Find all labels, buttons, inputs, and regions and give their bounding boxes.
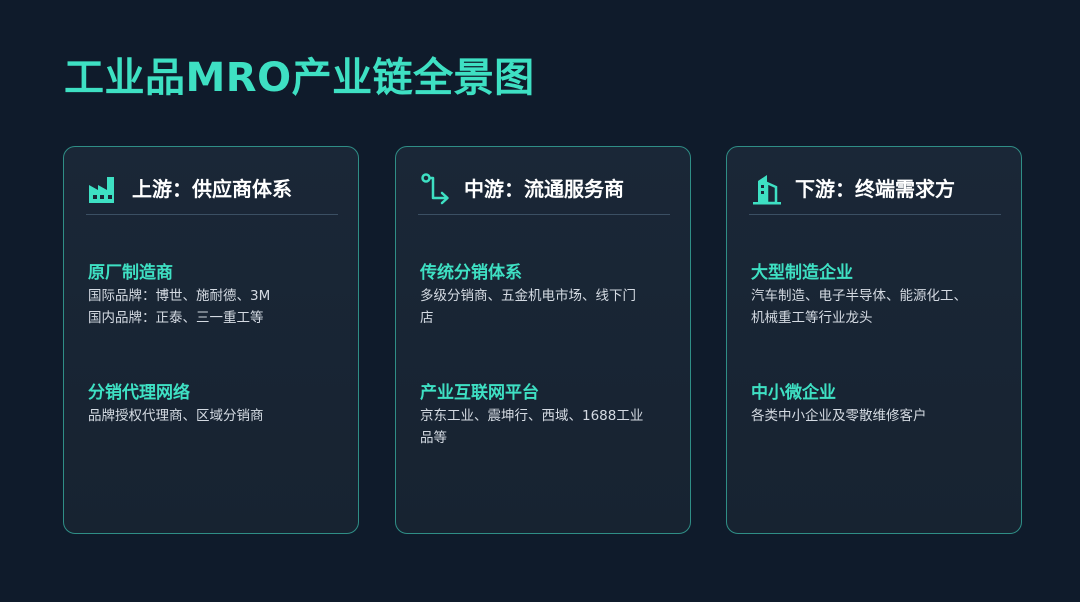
- section: 传统分销体系 多级分销商、五金机电市场、线下门 店: [420, 261, 668, 329]
- section-heading: 中小微企业: [751, 383, 836, 403]
- section-text: 汽车制造、电子半导体、能源化工、: [751, 288, 967, 304]
- downstream-card: 下游：终端需求方 大型制造企业 汽车制造、电子半导体、能源化工、 机械重工等行业…: [726, 146, 1022, 534]
- section: 产业互联网平台 京东工业、震坤行、西域、1688工业 品等: [420, 381, 668, 449]
- section: 大型制造企业 汽车制造、电子半导体、能源化工、 机械重工等行业龙头: [751, 261, 999, 329]
- section: 原厂制造商 国际品牌：博世、施耐德、3M 国内品牌：正泰、三一重工等: [88, 261, 336, 329]
- card-header: 下游：终端需求方: [749, 171, 1001, 215]
- section-text: 品等: [420, 430, 447, 446]
- section-text: 多级分销商、五金机电市场、线下门: [420, 288, 636, 304]
- section: 中小微企业 各类中小企业及零散维修客户: [751, 381, 999, 427]
- upstream-card: 上游：供应商体系 原厂制造商 国际品牌：博世、施耐德、3M 国内品牌：正泰、三一…: [63, 146, 359, 534]
- page-title: 工业品MRO产业链全景图: [64, 55, 535, 101]
- card-title: 中游：流通服务商: [464, 177, 624, 201]
- section-text: 机械重工等行业龙头: [751, 310, 873, 326]
- section-heading: 产业互联网平台: [420, 383, 539, 403]
- card-header: 中游：流通服务商: [418, 171, 670, 215]
- card-header: 上游：供应商体系: [86, 171, 338, 215]
- card-title: 下游：终端需求方: [795, 177, 955, 201]
- building-icon: [750, 172, 784, 206]
- section: 分销代理网络 品牌授权代理商、区域分销商: [88, 381, 336, 427]
- section-heading: 原厂制造商: [88, 263, 173, 283]
- midstream-card: 中游：流通服务商 传统分销体系 多级分销商、五金机电市场、线下门 店 产业互联网…: [395, 146, 691, 534]
- section-text: 国内品牌：正泰、三一重工等: [88, 310, 264, 326]
- section-text: 店: [420, 310, 434, 326]
- section-heading: 分销代理网络: [88, 383, 190, 403]
- section-text: 国际品牌：博世、施耐德、3M: [88, 288, 271, 304]
- section-text: 京东工业、震坤行、西域、1688工业: [420, 408, 644, 424]
- factory-icon: [87, 172, 121, 206]
- section-text: 品牌授权代理商、区域分销商: [88, 408, 264, 424]
- section-heading: 传统分销体系: [420, 263, 522, 283]
- section-text: 各类中小企业及零散维修客户: [751, 408, 927, 424]
- card-title: 上游：供应商体系: [132, 177, 292, 201]
- section-heading: 大型制造企业: [751, 263, 853, 283]
- route-icon: [419, 172, 453, 206]
